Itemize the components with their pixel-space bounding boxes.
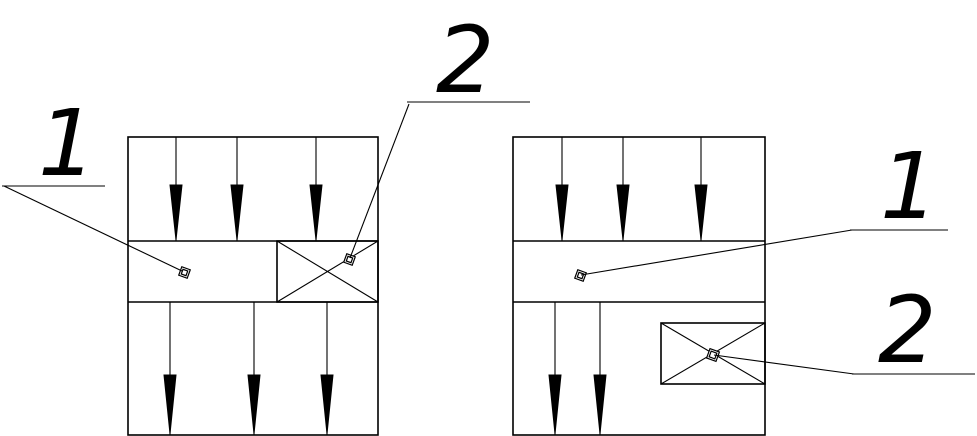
left-crossed-box — [276, 240, 379, 303]
left-panel: 1 2 — [2, 7, 530, 436]
right-marker-1 — [573, 268, 588, 283]
right-leader-2 — [713, 354, 975, 375]
right-panel: 1 2 — [512, 133, 975, 436]
left-top-arrow-2 — [230, 137, 244, 241]
right-panel-frame — [512, 136, 766, 436]
right-leader-1 — [580, 229, 948, 276]
left-top-arrow-1 — [169, 137, 183, 241]
right-callout-1-label: 1 — [880, 133, 939, 240]
left-bottom-arrow-1 — [163, 302, 177, 435]
left-leader-2 — [349, 101, 530, 259]
right-callout-2-label: 2 — [878, 277, 937, 384]
right-bottom-arrow-1 — [548, 302, 562, 435]
right-top-arrow-2 — [616, 137, 630, 241]
left-bottom-arrow-3 — [320, 302, 334, 435]
left-callout-2-label: 2 — [436, 7, 495, 114]
left-marker-1 — [177, 265, 192, 280]
left-bottom-arrow-2 — [247, 302, 261, 435]
right-bottom-arrow-2 — [593, 302, 607, 435]
left-callout-1-label: 1 — [38, 90, 97, 197]
right-top-arrow-1 — [555, 137, 569, 241]
right-marker-2 — [705, 347, 721, 363]
left-top-arrow-3 — [309, 137, 323, 241]
left-leader-1 — [2, 185, 183, 272]
right-top-arrow-3 — [694, 137, 708, 241]
